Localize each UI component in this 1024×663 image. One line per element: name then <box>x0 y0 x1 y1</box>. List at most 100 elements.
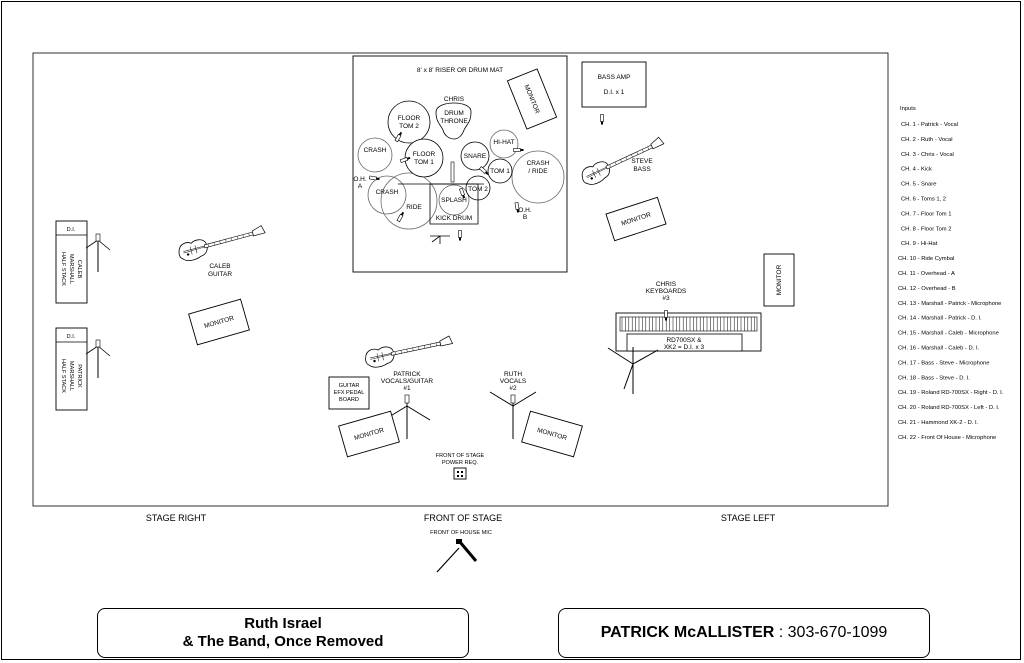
pedal-board-label-1: GUITAR <box>339 383 360 389</box>
monitor-bass: MONITOR <box>605 196 667 242</box>
contact-name: PATRICK McALLISTER <box>600 624 775 641</box>
keys-label-2: KEYBOARDS <box>646 288 687 295</box>
crash-ride-label-1: CRASH <box>527 160 550 167</box>
caleb-stack-name: CALEB <box>76 260 82 279</box>
riser-label: 8' x 8' RISER OR DRUM MAT <box>417 67 503 74</box>
crash-cymbal-left <box>357 137 393 173</box>
bass-amp-mic <box>600 114 604 125</box>
caleb-guitar-label: GUITAR <box>208 271 232 278</box>
snare-drum <box>460 141 490 171</box>
patrick-guitar <box>363 332 455 370</box>
throne-label-1: DRUM <box>444 110 464 117</box>
pedal-board-label-2: EFX PEDAL <box>334 390 365 396</box>
keys-di-label-2: XK2 = D.I. x 3 <box>664 344 705 351</box>
inputs-title: Inputs <box>900 106 916 112</box>
drum-riser <box>352 55 568 273</box>
drum-vocal-stand <box>430 235 450 244</box>
input-channel: CH. 3 - Chris - Vocal <box>901 152 954 158</box>
power-label-1: FRONT OF STAGE <box>436 453 485 459</box>
floor-tom-2-label-1: FLOOR <box>398 115 421 122</box>
monitor-ruth: MONITOR <box>521 410 583 458</box>
ruth-vocal-mic-stand <box>489 391 537 439</box>
power-label-2: POWER REQ. <box>442 460 479 466</box>
efx-pedal-board <box>328 376 370 410</box>
caleb-stack-labels: CALEB MARSHALL HALF STACK <box>60 252 82 286</box>
stage-outline <box>32 52 889 507</box>
input-channel: CH. 16 - Marshall - Caleb - D. I. <box>898 346 980 352</box>
ruth-mic-label-1: RUTH <box>504 371 522 378</box>
patrick-stack-labels: PATRICK MARSHALL HALF STACK <box>60 359 82 393</box>
caleb-amp-mic-stand <box>85 233 111 273</box>
drummer-label: CHRIS <box>444 96 465 103</box>
band-name-line-1: Ruth Israel <box>244 615 322 632</box>
caleb-label: CALEB <box>209 263 230 270</box>
input-channel: CH. 10 - Ride Cymbal <box>898 256 954 262</box>
crash-left-label: CRASH <box>364 147 387 154</box>
crash-ride-cymbal <box>511 150 565 204</box>
input-channel: CH. 1 - Patrick - Vocal <box>901 122 958 128</box>
input-channel: CH. 7 - Floor Tom 1 <box>901 211 951 217</box>
input-channel: CH. 9 - Hi-Hat <box>901 241 938 247</box>
input-channel: CH. 20 - Roland RD-700SX - Left - D. I. <box>898 405 1000 411</box>
input-channel: CH. 13 - Marshall - Patrick - Microphone <box>898 301 1001 307</box>
bass-amp-di-label: D.I. x 1 <box>604 89 625 96</box>
input-channel: CH. 4 - Kick <box>901 167 932 173</box>
patrick-amp-mic-stand <box>85 339 111 379</box>
input-channel: CH. 21 - Hammond XK-2 - D. I. <box>898 420 979 426</box>
keys-label-3: #3 <box>662 295 670 302</box>
oh-a-label-2: A <box>358 183 363 190</box>
floor-tom-2-label-2: TOM 2 <box>399 123 419 130</box>
ruth-mic-label-3: #2 <box>509 385 517 392</box>
caleb-guitar <box>176 221 268 264</box>
bass-amp-label: BASS AMP <box>598 74 631 81</box>
band-name-line-2: & The Band, Once Removed <box>182 633 384 650</box>
tom-2-label: TOM 2 <box>468 186 488 193</box>
foh-mic-stand <box>436 539 478 573</box>
crash-ride-label-2: / RIDE <box>528 168 548 175</box>
keys-vocal-mic-stand <box>607 347 659 394</box>
monitor-caleb: MONITOR <box>188 298 250 346</box>
monitor-drums: MONITOR <box>506 68 558 130</box>
throne-label-2: THRONE <box>440 118 468 125</box>
input-channel: CH. 8 - Floor Tom 2 <box>901 226 951 232</box>
patrick-mic-label-3: #1 <box>403 385 411 392</box>
pedal-board-label-3: BOARD <box>339 397 359 403</box>
band-name-box: Ruth Israel & The Band, Once Removed <box>97 608 469 658</box>
oh-b-label-1: O.H. <box>518 207 532 214</box>
monitor-patrick: MONITOR <box>338 410 400 458</box>
floor-tom-1 <box>404 138 444 178</box>
input-channel: CH. 2 - Ruth - Vocal <box>901 137 953 143</box>
input-channel: CH. 12 - Overhead - B <box>898 286 956 292</box>
splash-label: SPLASH <box>441 197 467 204</box>
monitor-stage-left-label: MONITOR <box>776 264 783 295</box>
input-channel: CH. 18 - Bass - Steve - D. I. <box>898 375 970 381</box>
input-channel: CH. 15 - Marshall - Caleb - Microphone <box>898 331 999 337</box>
splash-cymbal <box>438 184 470 216</box>
caleb-stack-type: HALF STACK <box>60 252 66 286</box>
steve-bass-guitar <box>578 133 668 189</box>
patrick-stack-type: HALF STACK <box>60 359 66 393</box>
keys-di-label-1: RD700SX & <box>666 337 702 344</box>
steve-label: STEVE <box>631 158 653 165</box>
kick-label: KICK DRUM <box>436 215 472 222</box>
drum-kit <box>357 100 565 230</box>
foh-mic-label: FRONT OF HOUSE MIC <box>430 530 492 536</box>
stage-right-label: STAGE RIGHT <box>146 513 207 523</box>
crash-cymbal-lower <box>367 175 407 215</box>
floor-tom-2 <box>387 100 431 144</box>
ruth-mic-label-2: VOCALS <box>500 378 527 385</box>
ride-cymbal <box>380 172 438 230</box>
steve-bass-label: BASS <box>633 166 651 173</box>
bass-amp <box>581 61 647 108</box>
stage-left-label: STAGE LEFT <box>721 513 776 523</box>
oh-b-label-2: B <box>523 214 527 221</box>
floor-tom-1-label-1: FLOOR <box>413 151 436 158</box>
patrick-stack-name: PATRICK <box>76 364 82 388</box>
keys-label-1: CHRIS <box>656 281 677 288</box>
ride-label: RIDE <box>406 204 422 211</box>
input-channel: CH. 19 - Roland RD-700SX - Right - D. I. <box>898 390 1004 396</box>
drum-labels: CHRIS DRUM THRONE FLOOR TOM 2 FLOOR TOM … <box>353 96 549 222</box>
patrick-mic-label-1: PATRICK <box>393 371 421 378</box>
